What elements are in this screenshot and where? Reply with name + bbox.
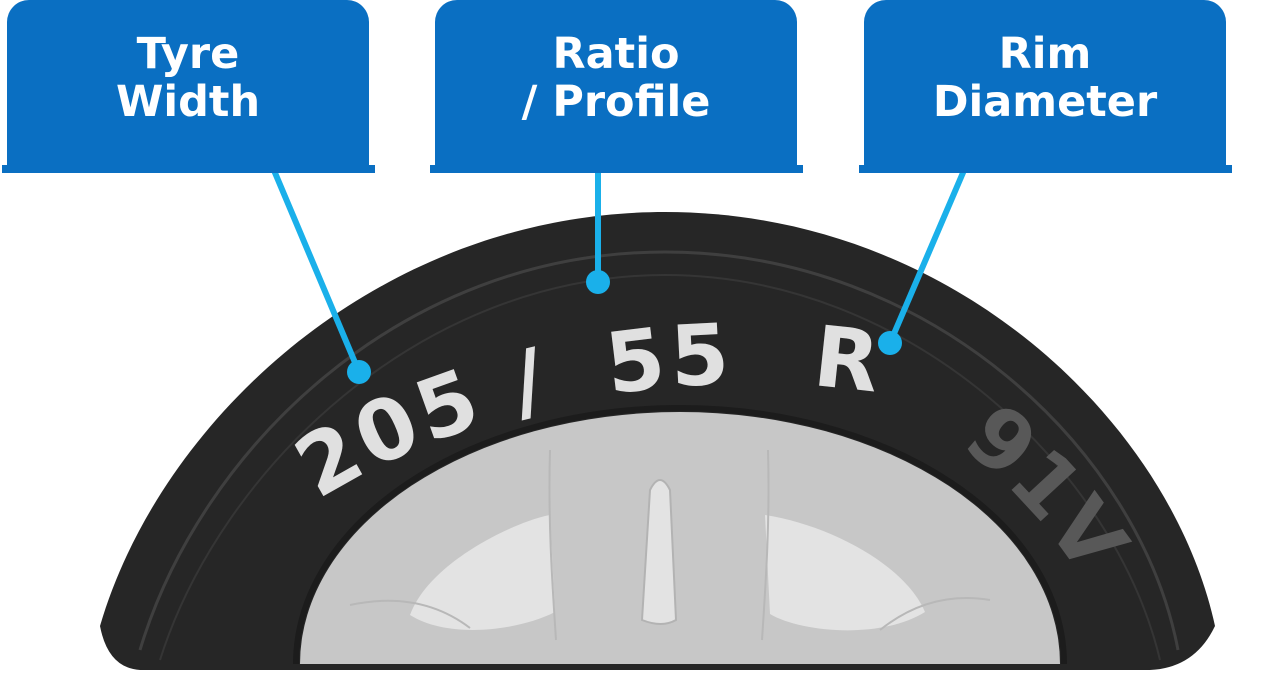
wheel-spoke-edge-right: [761, 449, 770, 641]
label-ratio-profile-line1: Ratio: [552, 28, 680, 79]
label-rim-diameter-line2: Diameter: [932, 76, 1158, 127]
label-ratio-profile: Ratio / Profile: [435, 0, 797, 167]
code-separator: /: [501, 329, 558, 432]
leader-dot-ratio: [586, 270, 610, 294]
code-construction: R: [809, 307, 888, 412]
label-rim-diameter-line1: Rim: [998, 28, 1092, 79]
wheel-spoke-center: [640, 479, 678, 625]
leader-line-width: [270, 166, 362, 374]
label-tyre-width: Tyre Width: [7, 0, 369, 167]
label-rim-diameter: Rim Diameter: [864, 0, 1226, 167]
wheel-window-left: [410, 515, 555, 630]
leader-line-rim: [887, 166, 968, 345]
leader-dot-rim: [878, 331, 902, 355]
tyre-sidewall-line: [159, 273, 1161, 661]
leader-dot-width: [347, 360, 371, 384]
label-rim-diameter-bar: [859, 165, 1232, 173]
wheel-bottom-arc: [349, 599, 471, 629]
label-tyre-width-line2: Width: [115, 76, 261, 127]
label-ratio-profile-bar: [430, 165, 803, 173]
label-tyre-width-line1: Tyre: [136, 28, 240, 79]
tyre-shoulder-groove: [138, 250, 1180, 651]
label-ratio-profile-line2: / Profile: [521, 76, 711, 127]
tyre-bead: [293, 405, 1067, 665]
wheel-bottom-arc-right: [879, 597, 991, 631]
label-tyre-width-bar: [2, 165, 375, 173]
wheel-window-right: [765, 515, 925, 631]
wheel-spoke-edge-left: [548, 449, 557, 641]
